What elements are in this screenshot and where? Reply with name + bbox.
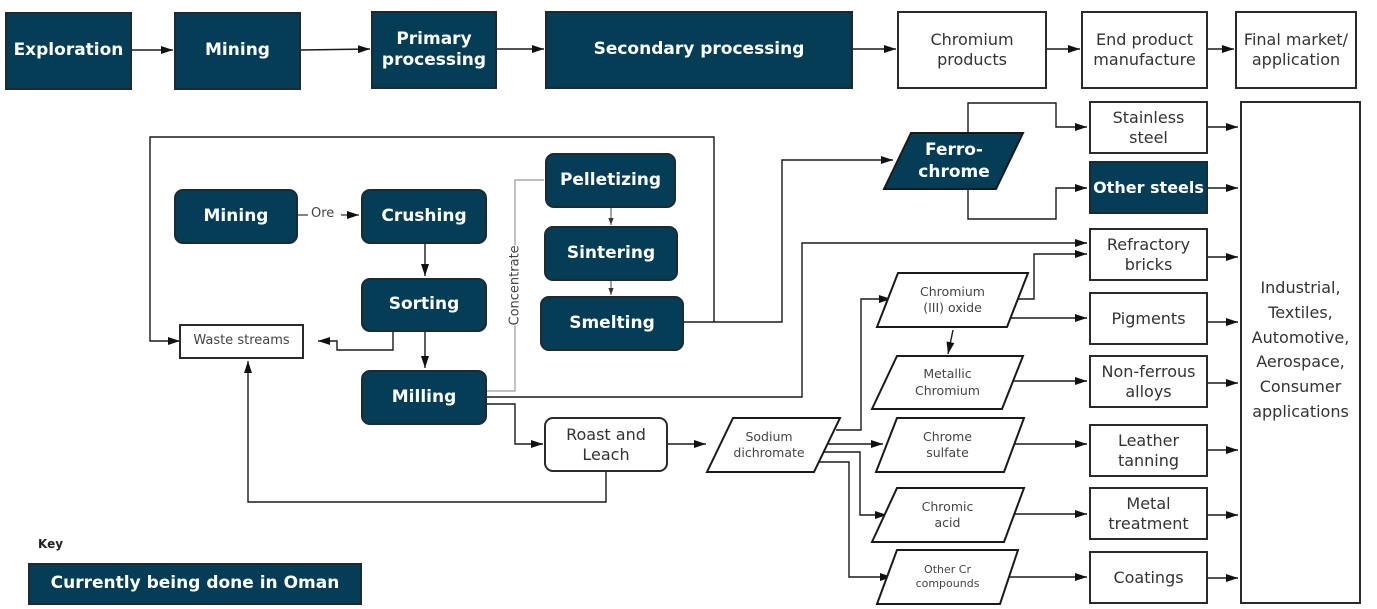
chromic-acid-label: Chromic acid	[921, 498, 974, 530]
top-chromium-products: Chromium products	[897, 11, 1047, 89]
other-cr-shape	[875, 549, 1020, 605]
roast-and-leach-step: Roast and Leach	[544, 417, 668, 472]
arrow-sodium-chromiumoxide	[836, 295, 891, 431]
top-final-market: Final market/ application	[1235, 11, 1357, 89]
top-mining: Mining	[174, 12, 301, 90]
sintering-step: Sintering	[544, 226, 678, 281]
arrow-sorting-waste	[318, 332, 394, 351]
milling-step: Milling	[361, 370, 487, 425]
arrow-sodium-othercr	[815, 461, 892, 581]
arrow-milling-refractory	[486, 239, 1087, 398]
end-pigments: Pigments	[1089, 292, 1208, 345]
end-refractory-bricks: Refractory bricks	[1089, 228, 1208, 281]
concentrate-label: Concentrate	[507, 245, 523, 326]
key-legend-oman: Currently being done in Oman	[28, 563, 362, 605]
chrome-sulfate-label: Chrome sulfate	[922, 428, 973, 460]
end-stainless-steel: Stainless steel	[1089, 101, 1208, 154]
end-metal-treatment: Metal treatment	[1089, 487, 1208, 540]
final-market-box: Industrial, Textiles, Automotive, Aerosp…	[1240, 101, 1361, 604]
mining-step: Mining	[174, 189, 298, 244]
chromium-oxide-label: Chromium (III) oxide	[920, 283, 985, 315]
waste-streams: Waste streams	[179, 324, 304, 359]
ferrochrome-shape	[882, 132, 1025, 190]
top-end-product-manufacture: End product manufacture	[1081, 11, 1208, 89]
arrow-smelting-ferrochrome	[684, 156, 893, 323]
metallic-chromium-shape	[870, 355, 1025, 410]
top-secondary-processing: Secondary processing	[545, 11, 853, 89]
arrow-ferrochrome-othersteels	[967, 184, 1087, 220]
metallic-chromium-label: Metallic Chromium	[915, 366, 980, 398]
other-cr-label: Other Cr compounds	[915, 562, 980, 590]
sodium-dichromate-label: Sodium dichromate	[733, 428, 805, 460]
ferrochrome-label: Ferro-chrome	[918, 139, 990, 182]
sodium-dichromate-shape	[705, 417, 842, 473]
key-title: Key	[38, 537, 64, 551]
ore-label: Ore	[311, 206, 335, 221]
pelletizing-step: Pelletizing	[545, 153, 676, 208]
chromium-oxide-shape	[875, 272, 1030, 328]
end-non-ferrous-alloys: Non-ferrous alloys	[1089, 355, 1208, 408]
top-primary-processing: Primary processing	[371, 11, 497, 89]
smelting-step: Smelting	[540, 296, 684, 351]
arrow-mining-primary	[300, 45, 371, 54]
arrow-smelting-loop-waste	[149, 136, 715, 345]
end-coatings: Coatings	[1089, 551, 1208, 604]
arrow-oxide-refractory	[1014, 250, 1087, 300]
sorting-step: Sorting	[361, 278, 487, 332]
arrow-oxide-metallic	[946, 329, 955, 355]
arrow-milling-roast	[486, 403, 543, 448]
chromic-acid-shape	[870, 487, 1026, 543]
end-leather-tanning: Leather tanning	[1089, 424, 1208, 477]
crushing-step: Crushing	[361, 189, 487, 244]
arrow-sodium-chromicacid	[818, 451, 887, 519]
arrow-ferrochrome-stainless	[967, 102, 1087, 133]
end-other-steels: Other steels	[1089, 161, 1208, 214]
chrome-sulfate-shape	[874, 417, 1026, 473]
arrow-roast-waste	[244, 361, 607, 503]
top-exploration: Exploration	[5, 12, 132, 90]
